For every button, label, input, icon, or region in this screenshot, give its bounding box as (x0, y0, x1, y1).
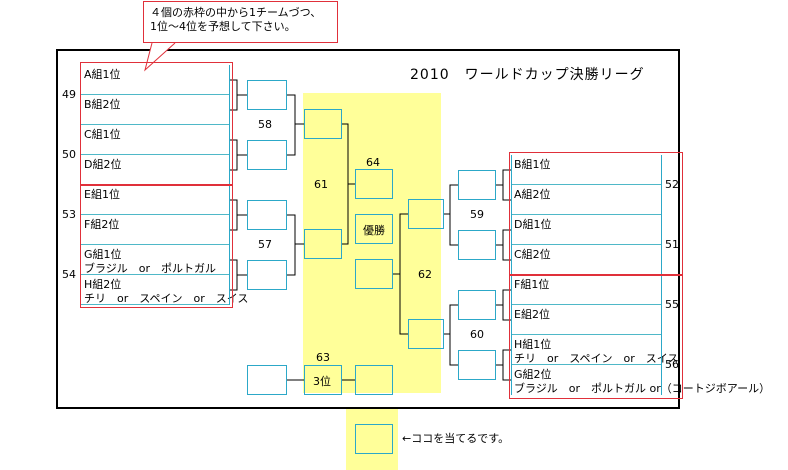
third-place-team-box-left[interactable] (247, 365, 287, 395)
qf-winner-box-60[interactable] (408, 319, 444, 349)
slot-label: F組1位 (514, 278, 550, 291)
champion-label: 優勝 (363, 224, 385, 237)
match-number-57: 57 (258, 238, 272, 251)
r16-winner-box-55[interactable] (458, 290, 496, 320)
match-number-52: 52 (665, 178, 679, 191)
left-group-frame-bottom (80, 185, 233, 308)
third-place-label: 3位 (313, 375, 331, 388)
slot-candidates: チリ or スペイン or スイス (84, 292, 249, 305)
answer-column-highlight (346, 408, 398, 470)
left-slot-c1[interactable]: C組1位 (81, 125, 229, 155)
qf-winner-box-57[interactable] (304, 229, 342, 259)
page-title: 2010 ワールドカップ決勝リーグ (410, 67, 645, 83)
slot-label: G組1位 (84, 248, 122, 261)
qf-winner-box-58[interactable] (304, 109, 342, 139)
slot-label: B組1位 (514, 158, 551, 171)
slot-label: A組2位 (514, 188, 551, 201)
final-finalist-box-bottom[interactable] (355, 259, 393, 289)
right-slot-e2[interactable]: E組2位 (511, 305, 661, 335)
qf-winner-box-59[interactable] (408, 199, 444, 229)
match-number-62: 62 (418, 268, 432, 281)
callout-line-1: ４個の赤枠の中から1チームづつ、 (150, 6, 322, 19)
left-slot-h2[interactable]: H組2位 チリ or スペイン or スイス (81, 275, 248, 305)
slot-candidates: ブラジル or ポルトガル (84, 262, 217, 275)
r16-winner-box-53[interactable] (247, 200, 287, 230)
right-slot-h1[interactable]: H組1位 チリ or スペイン or スイス (511, 335, 678, 365)
slot-label: B組2位 (84, 98, 121, 111)
match-number-59: 59 (470, 208, 484, 221)
slot-label: D組2位 (84, 158, 122, 171)
r16-winner-box-54[interactable] (247, 260, 287, 290)
match-number-60: 60 (470, 328, 484, 341)
r16-winner-box-56[interactable] (458, 350, 496, 380)
left-group-frame-top (80, 62, 233, 185)
slot-label: D組1位 (514, 218, 552, 231)
right-slot-g2[interactable]: G組2位 ブラジル or ポルトガル or（コートジボアール） (511, 365, 770, 395)
r16-winner-box-50[interactable] (247, 140, 287, 170)
r16-winner-box-52[interactable] (458, 170, 496, 200)
slot-label: F組2位 (84, 218, 120, 231)
slot-label: C組1位 (84, 128, 121, 141)
left-slot-e1[interactable]: E組1位 (81, 185, 229, 215)
champion-box[interactable] (355, 214, 393, 244)
slot-label: C組2位 (514, 248, 551, 261)
third-place-team-box-right[interactable] (355, 365, 393, 395)
slot-label: A組1位 (84, 68, 121, 81)
answer-note: ←ココを当てるです。 (402, 432, 510, 445)
match-number-54: 54 (62, 268, 76, 281)
right-slot-d1[interactable]: D組1位 (511, 215, 661, 245)
final-finalist-box-top[interactable] (355, 169, 393, 199)
slot-label: E組2位 (514, 308, 550, 321)
slot-candidates: チリ or スペイン or スイス (514, 352, 679, 365)
callout-line-2: 1位～4位を予想して下さい。 (150, 20, 296, 33)
instruction-callout: ４個の赤枠の中から1チームづつ、 1位～4位を予想して下さい。 (143, 1, 338, 43)
r16-winner-box-49[interactable] (247, 80, 287, 110)
match-number-58: 58 (258, 118, 272, 131)
match-number-56: 56 (665, 358, 679, 371)
match-number-50: 50 (62, 148, 76, 161)
left-slot-a1[interactable]: A組1位 (81, 65, 229, 95)
slot-label: E組1位 (84, 188, 120, 201)
right-group-frame-bottom (509, 275, 683, 399)
right-group-frame-top (509, 152, 683, 275)
match-number-51: 51 (665, 238, 679, 251)
r16-winner-box-51[interactable] (458, 230, 496, 260)
match-number-63: 63 (316, 351, 330, 364)
slot-label: G組2位 (514, 368, 552, 381)
match-number-64: 64 (366, 156, 380, 169)
answer-box[interactable] (355, 424, 393, 454)
match-number-49: 49 (62, 88, 76, 101)
match-number-61: 61 (314, 178, 328, 191)
slot-label: H組2位 (84, 278, 122, 291)
left-slot-g1[interactable]: G組1位 ブラジル or ポルトガル (81, 245, 229, 275)
third-place-box[interactable] (304, 365, 342, 395)
right-slot-a2[interactable]: A組2位 (511, 185, 661, 215)
slot-candidates: ブラジル or ポルトガル or（コートジボアール） (514, 382, 771, 395)
right-slot-f1[interactable]: F組1位 (511, 275, 661, 305)
left-slot-b2[interactable]: B組2位 (81, 95, 229, 125)
match-number-53: 53 (62, 208, 76, 221)
slot-label: H組1位 (514, 338, 552, 351)
left-slot-f2[interactable]: F組2位 (81, 215, 229, 245)
match-number-55: 55 (665, 298, 679, 311)
bracket-frame (56, 49, 680, 409)
right-slot-b1[interactable]: B組1位 (511, 155, 661, 185)
